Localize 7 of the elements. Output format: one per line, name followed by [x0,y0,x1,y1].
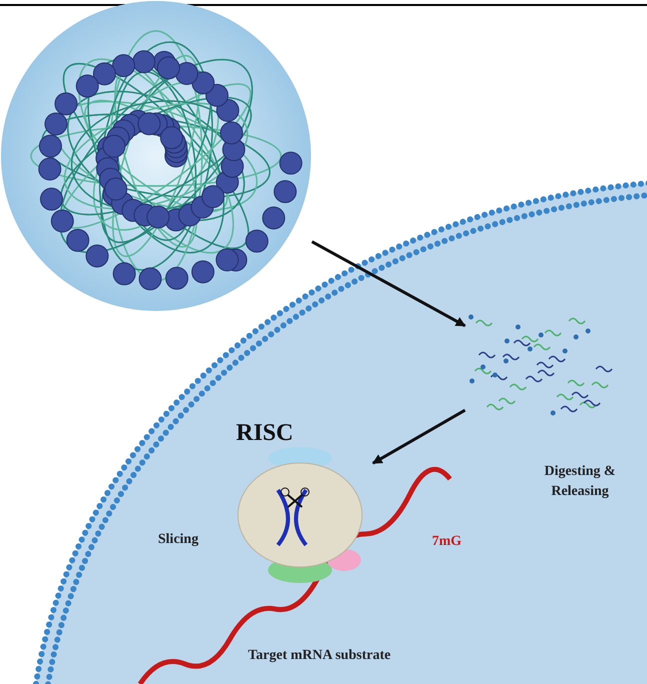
arrow [372,408,466,465]
process-label: Slicing [158,532,198,548]
arrow [311,240,466,328]
process-caption: Digesting & Releasing [543,463,617,501]
complex-heading: RISC [236,420,294,447]
cap-label: 7mG [432,534,462,550]
substrate-label: Target mRNA substrate [248,648,391,664]
